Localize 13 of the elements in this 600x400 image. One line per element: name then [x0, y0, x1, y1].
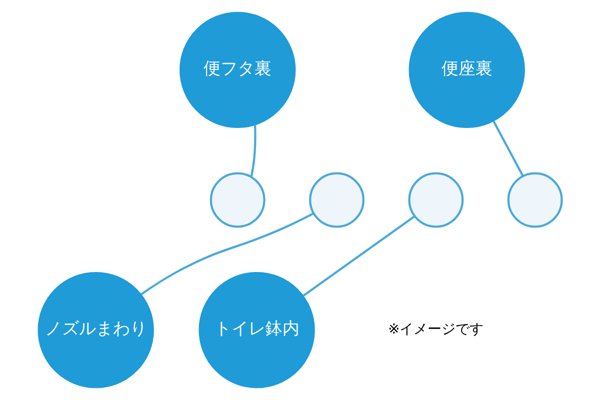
connector	[492, 120, 524, 176]
node-circle: 便座裏	[408, 12, 525, 128]
node-circle: 便フタ裏	[180, 12, 296, 128]
node-circle	[309, 172, 364, 228]
connector	[250, 124, 256, 178]
node-circle	[408, 172, 464, 228]
node-circle	[507, 172, 563, 228]
connector	[302, 215, 416, 297]
node-circle	[210, 172, 266, 228]
node-circle: トイレ鉢内	[198, 272, 315, 388]
connector	[140, 212, 314, 296]
node-circle: ノズルまわり	[38, 272, 154, 388]
label: ※イメージです	[388, 322, 484, 338]
